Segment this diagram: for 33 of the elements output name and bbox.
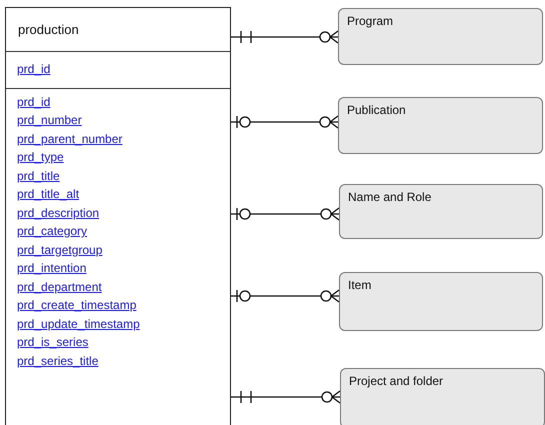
field-link: prd_id — [17, 94, 50, 108]
entity-name: production — [18, 22, 79, 37]
entity-name: Project and folder — [349, 374, 444, 388]
field-link: prd_title — [17, 168, 60, 182]
field-link: prd_create_timestamp — [17, 298, 136, 312]
field-link: prd_update_timestamp — [17, 316, 140, 330]
field-link: prd_category — [17, 224, 88, 238]
entity-box — [338, 8, 543, 65]
field-link: prd_series_title — [17, 354, 98, 368]
relationship-line — [231, 207, 340, 221]
field-link: prd_department — [17, 280, 102, 294]
field-link: prd_title_alt — [17, 187, 80, 201]
relationship-line — [231, 30, 339, 44]
field-link: prd_type — [17, 150, 64, 164]
relationship-line — [231, 390, 341, 404]
field-link: prd_is_series — [17, 335, 88, 349]
field-link: prd_targetgroup — [17, 242, 102, 256]
entity-name: Item — [348, 278, 372, 292]
entity-box — [339, 272, 543, 331]
relationship-line — [231, 289, 340, 303]
entity-box — [339, 184, 543, 239]
entity-name: Name and Role — [348, 190, 432, 204]
field-link: prd_number — [17, 113, 82, 127]
field-link: prd_description — [17, 206, 100, 220]
entity-table — [5, 7, 231, 425]
entity-box — [340, 368, 545, 425]
field-link: prd_parent_number — [17, 132, 122, 146]
entity-box — [338, 97, 543, 154]
field-link: prd_intention — [17, 261, 86, 275]
entity-name: Program — [347, 14, 394, 28]
entity-name: Publication — [347, 103, 406, 117]
key-field-link: prd_id — [17, 62, 50, 76]
relationship-line — [231, 115, 339, 129]
